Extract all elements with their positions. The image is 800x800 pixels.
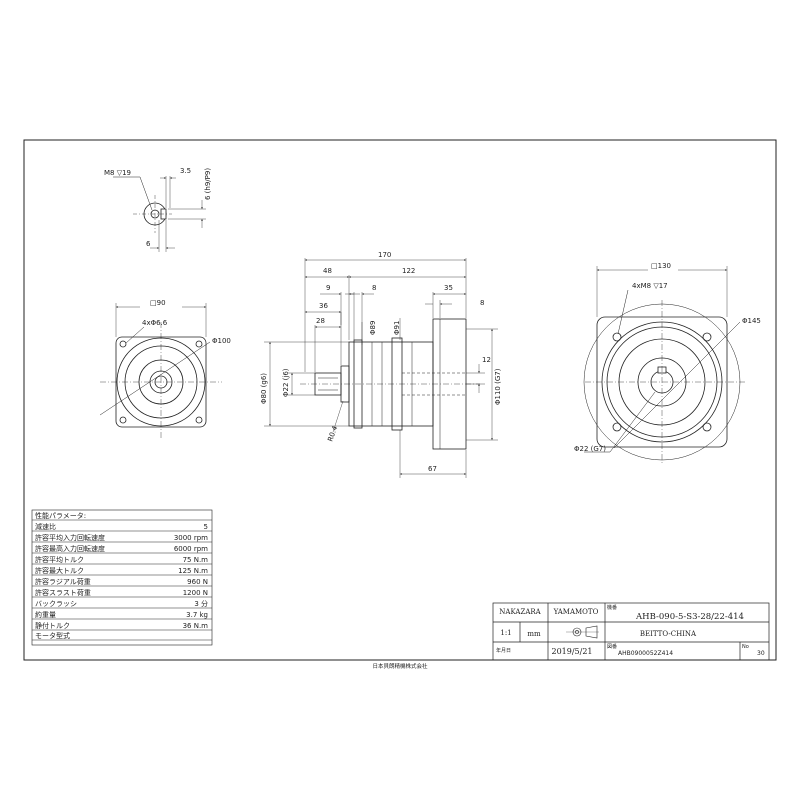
param-value: 3.7 kg xyxy=(186,611,208,619)
title-block xyxy=(492,602,770,661)
param-value: 1200 N xyxy=(183,589,208,597)
dim-8-left: 8 xyxy=(372,284,376,292)
input-square-label: □90 xyxy=(150,299,166,307)
param-label: バックラッシ xyxy=(35,600,77,608)
company-name: BEITTO-CHINA xyxy=(640,630,697,638)
param-label: モータ型式 xyxy=(35,631,70,640)
param-value: 5 xyxy=(204,523,208,531)
output-square-label: □130 xyxy=(651,262,671,270)
drawing-frame xyxy=(23,139,777,661)
scale-value: 1:1 xyxy=(500,629,511,637)
dim-122: 122 xyxy=(402,267,415,275)
dim-r04: R0.4 xyxy=(326,424,339,442)
param-value: 6000 rpm xyxy=(174,545,208,553)
shaft-tap-label: M8 ▽19 xyxy=(104,169,131,177)
params-header: 性能パラメータ: xyxy=(35,511,86,520)
shaft-end-detail xyxy=(113,176,206,252)
drawing-date: 2019/5/21 xyxy=(551,647,592,656)
dim-67: 67 xyxy=(428,465,437,473)
shaft-key-offset-label: 3.5 xyxy=(180,167,191,175)
model-number: AHB-090-5-S3-28/22-414 xyxy=(635,612,744,622)
drafter-name: NAKAZARA xyxy=(499,608,541,616)
input-holes-label: 4xΦ6.6 xyxy=(142,319,168,327)
dim-35: 35 xyxy=(444,284,453,292)
dim-phi91: Φ91 xyxy=(393,321,401,335)
dim-28: 28 xyxy=(316,317,325,325)
dim-phi80: Φ80 (g6) xyxy=(260,373,268,404)
params-rows: 減速比 5 許容平均入力回転速度 3000 rpm 許容最高入力回転速度 600… xyxy=(35,522,208,640)
unit-value: mm xyxy=(527,630,541,638)
param-label: 許容スラスト荷重 xyxy=(35,588,91,597)
dim-9: 9 xyxy=(326,284,330,292)
model-label: 機番 xyxy=(607,604,617,611)
dim-48: 48 xyxy=(323,267,332,275)
input-pcd-label: Φ100 xyxy=(212,337,231,345)
param-value: 125 N.m xyxy=(178,567,208,575)
date-label: 年月日 xyxy=(496,647,511,654)
param-value: 75 N.m xyxy=(183,556,209,564)
parameters-table xyxy=(31,509,213,646)
param-label: 許容最大トルク xyxy=(35,566,84,575)
param-value: 3 分 xyxy=(194,599,208,608)
footer-company: 日本貝朗精機株式会社 xyxy=(372,662,428,670)
dim-12: 12 xyxy=(482,356,491,364)
param-label: 許容ラジアル荷重 xyxy=(35,577,91,586)
shaft-key-depth-label: 6 xyxy=(146,240,151,248)
input-flange-view xyxy=(99,303,222,440)
side-view xyxy=(264,258,498,478)
param-label: 許容平均入力回転速度 xyxy=(35,533,105,542)
dim-8-right: 8 xyxy=(480,299,484,307)
drawing-code: AHB0900052Z414 xyxy=(618,650,673,657)
sheet-number: 30 xyxy=(757,650,765,657)
output-holes-label: 4xM8 ▽17 xyxy=(632,282,668,290)
sheet-label: No xyxy=(742,644,749,650)
dim-phi22-shaft: Φ22 (j6) xyxy=(282,368,290,397)
param-label: 許容平均トルク xyxy=(35,555,84,564)
dim-170: 170 xyxy=(378,251,391,259)
dim-36: 36 xyxy=(319,302,328,310)
param-value: 960 N xyxy=(187,578,208,586)
param-label: 約重量 xyxy=(35,610,56,619)
param-label: 静付トルク xyxy=(35,621,70,630)
output-flange-view xyxy=(583,266,745,465)
checker-name: YAMAMOTO xyxy=(553,608,599,616)
param-label: 許容最高入力回転速度 xyxy=(35,544,105,553)
output-pcd-label: Φ145 xyxy=(742,317,761,325)
param-value: 3000 rpm xyxy=(174,534,208,542)
param-label: 減速比 xyxy=(35,522,56,531)
dim-phi110: Φ110 (G7) xyxy=(494,368,502,405)
param-value: 36 N.m xyxy=(183,622,209,630)
output-bore-label: Φ22 (G7) xyxy=(574,445,606,453)
code-label: 図番 xyxy=(607,643,617,650)
shaft-key-width-label: 6 (h9/P9) xyxy=(204,168,212,200)
dim-phi89: Φ89 xyxy=(369,321,377,335)
